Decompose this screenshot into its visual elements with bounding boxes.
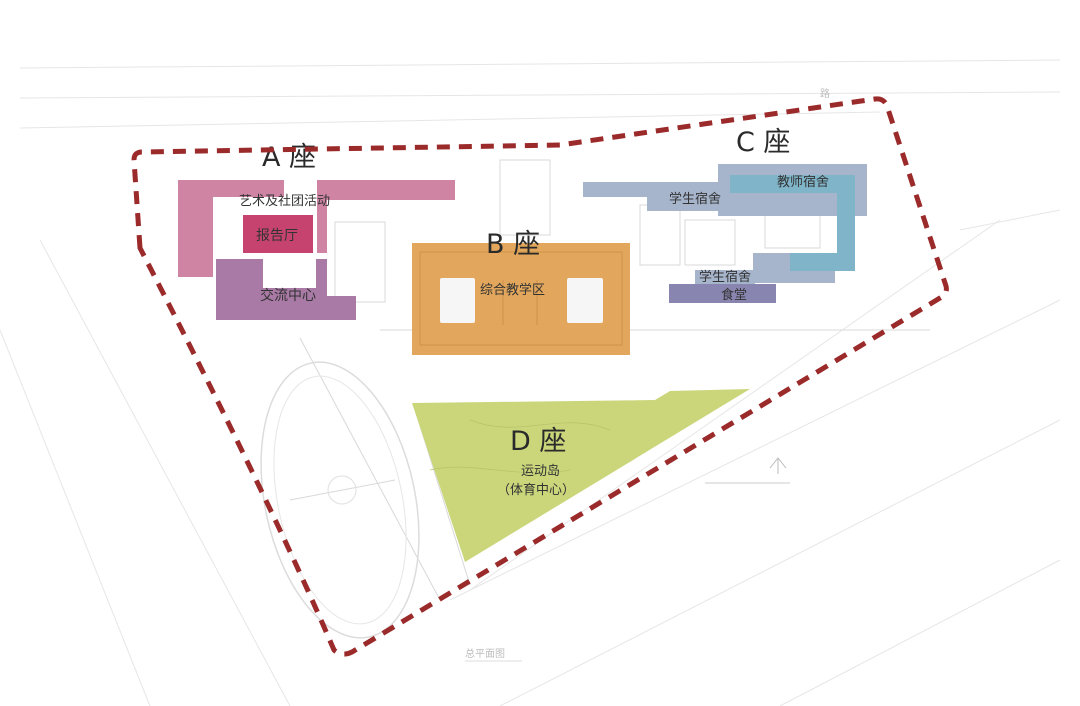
north-arrow-icon	[705, 457, 790, 484]
zone-a-exchange-center	[216, 259, 356, 320]
zone-a-arts-label: 艺术及社团活动	[239, 193, 330, 209]
zone-d-sports-sub-label: （体育中心）	[497, 482, 575, 498]
zone-c-student-dorm-label: 学生宿舍	[669, 191, 721, 207]
site-boundary	[131, 96, 949, 657]
zone-a-title: A 座	[262, 142, 316, 173]
zone-d-sports-label: 运动岛	[521, 463, 560, 479]
zone-b: B 座 综合教学区	[412, 229, 630, 355]
background-linework	[0, 59, 1061, 706]
zone-b-title: B 座	[486, 229, 540, 260]
zone-b-teaching-label: 综合教学区	[480, 282, 545, 298]
plan-caption: 总平面图	[465, 647, 505, 660]
zone-a-arts-block-right	[317, 180, 455, 200]
zone-d-title: D 座	[510, 426, 566, 457]
zone-c-student-dorm2-label: 学生宿舍	[699, 269, 751, 285]
zone-d-sports-island	[412, 389, 750, 562]
road-label: 路	[820, 87, 830, 100]
zone-a-auditorium	[243, 215, 313, 253]
zone-a-exchange-label: 交流中心	[260, 287, 316, 304]
zone-c-student-dorm-bar	[583, 182, 740, 197]
zone-c-canteen-label: 食堂	[721, 287, 747, 303]
zone-d: D 座 运动岛 （体育中心）	[412, 389, 750, 562]
zone-a: A 座 艺术及社团活动 报告厅 交流中心	[178, 142, 455, 320]
zone-c-teacher-dorm-label: 教师宿舍	[777, 174, 829, 190]
zone-a-auditorium-label: 报告厅	[256, 228, 298, 244]
zone-c-canteen	[669, 284, 776, 303]
zone-b-courtyard-right	[567, 278, 603, 323]
zone-b-courtyard-left	[440, 278, 475, 323]
running-track	[260, 361, 420, 639]
zone-c-teacher-dorm	[730, 175, 855, 271]
zone-c: C 座 学生宿舍 教师宿舍 学生宿舍 食堂	[583, 127, 867, 303]
zone-c-title: C 座	[736, 127, 790, 158]
zone-a-arts-block-vertical	[178, 180, 213, 277]
zone-a-arts-block-stem	[317, 200, 327, 253]
